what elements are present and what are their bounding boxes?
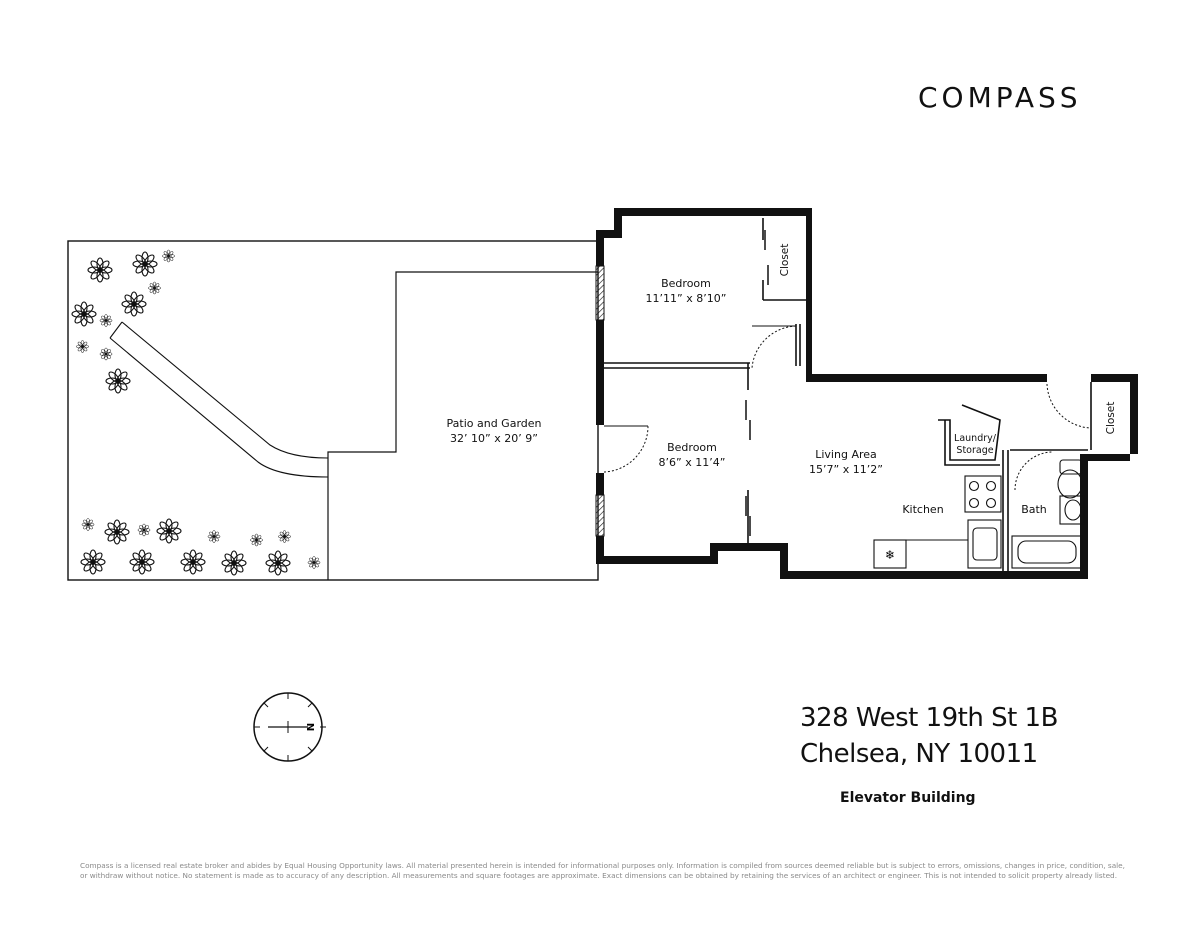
north-letter: N [306,723,317,731]
legal-disclaimer: Compass is a licensed real estate broker… [80,861,1125,880]
bedroom1-label: Bedroom 11’11” x 8’10” [646,276,727,306]
bedroom1-name: Bedroom [661,277,711,290]
address-line2: Chelsea, NY 10011 [800,739,1038,769]
window-west-lower [595,494,605,537]
bedroom1-dims: 11’11” x 8’10” [645,292,727,305]
patio-label: Patio and Garden 32’ 10” x 20’ 9” [447,416,542,446]
interior-walls [604,218,1092,571]
building-type: Elevator Building [840,790,976,806]
bath-fixtures [1011,459,1085,569]
fridge-icon: ❄ [885,548,895,562]
living-name: Living Area [815,448,877,461]
patio-name: Patio and Garden [446,417,542,430]
compass-logo-text: COMPASS [918,81,1082,114]
laundry-label: Laundry/ Storage [954,433,996,457]
kitchen-label: Kitchen [902,503,944,516]
living-label: Living Area 15’7” x 11’2” [809,447,883,477]
north-arrow: N [253,692,326,762]
window-west-upper [595,265,605,321]
patio-dims: 32’ 10” x 20’ 9” [450,432,538,445]
bedroom2-dims: 8’6” x 11’4” [658,456,726,469]
door-swings [603,325,1091,491]
bedroom2-label: Bedroom 8’6” x 11’4” [659,440,726,470]
compass-logo: COMPASS [918,81,1082,114]
bedroom2-name: Bedroom [667,441,717,454]
patio-garden-area [67,240,599,581]
garden-flowers [71,249,321,576]
laundry-line1: Laundry/ [954,433,996,444]
bath-label: Bath [1021,503,1047,516]
laundry-line2: Storage [956,445,994,456]
sliding-doors [745,230,769,536]
kitchen-fixtures [873,475,1002,569]
living-dims: 15’7” x 11’2” [809,463,883,476]
closet1-label: Closet [779,243,791,277]
address-line1: 328 West 19th St 1B [800,703,1058,733]
closet2-label: Closet [1105,401,1117,435]
listing-address: 328 West 19th St 1B Chelsea, NY 10011 [800,700,1058,772]
apartment-walls [596,208,1138,579]
